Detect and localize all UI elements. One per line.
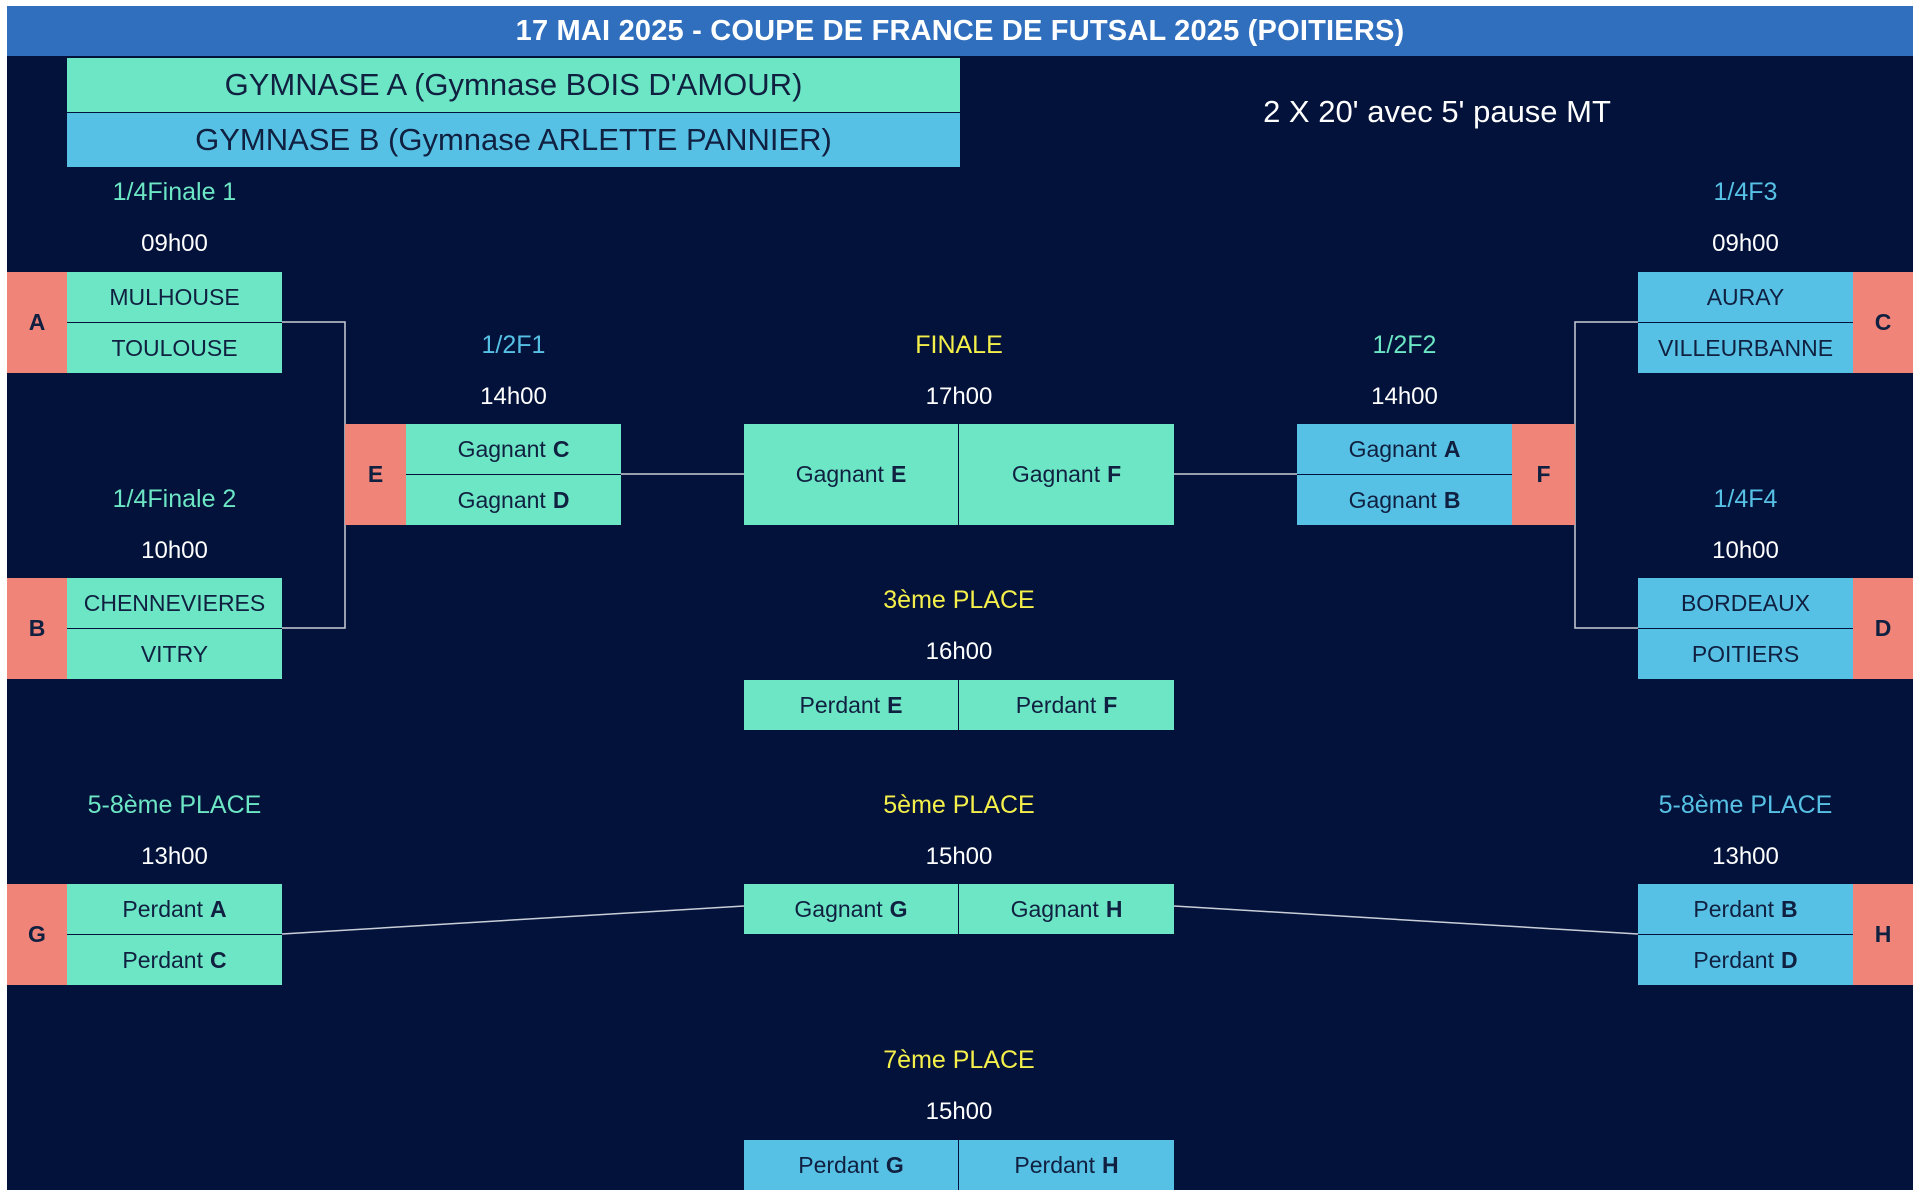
seventh-time: 15h00 — [925, 1098, 993, 1125]
sf2-team1-prefix: Gagnant — [1348, 435, 1437, 462]
third-label: 3ème PLACE — [883, 586, 1035, 614]
venue-b-legend: GYMNASE B (Gymnase ARLETTE PANNIER) — [67, 113, 960, 167]
third-team2-prefix: Perdant — [1015, 691, 1097, 718]
qf3-team1: AURAY — [1638, 272, 1853, 322]
qf4-team1: BORDEAUX — [1638, 578, 1853, 628]
qf4-team2: POITIERS — [1638, 629, 1853, 679]
sf1-team2-prefix: Gagnant — [457, 486, 546, 513]
p58a-label: 5-8ème PLACE — [87, 791, 262, 819]
p58a-letter: G — [7, 884, 67, 985]
fifth-team2-prefix: Gagnant — [1010, 895, 1099, 922]
p58b-time: 13h00 — [1712, 843, 1779, 870]
seventh-team1-ref: G — [885, 1151, 904, 1178]
final-team2-prefix: Gagnant — [1011, 461, 1101, 487]
third-team1-prefix: Perdant — [799, 691, 881, 718]
seventh-team2-ref: H — [1101, 1151, 1119, 1178]
p58a-team1-prefix: Perdant — [122, 895, 203, 922]
p58b-team2-ref: D — [1780, 946, 1798, 973]
connector-h-fifth — [1173, 905, 1639, 935]
qf2-label: 1/4Finale 2 — [112, 485, 237, 513]
qf1-team1: MULHOUSE — [67, 272, 282, 322]
fifth-time: 15h00 — [925, 843, 993, 870]
qf2-team2: VITRY — [67, 629, 282, 679]
p58a-time: 13h00 — [141, 843, 208, 870]
tournament-board: 17 MAI 2025 - COUPE DE FRANCE DE FUTSAL … — [7, 6, 1913, 1190]
connector-qf1-sf1 — [282, 321, 346, 629]
qf4-time: 10h00 — [1712, 537, 1779, 564]
fifth-team1-prefix: Gagnant — [794, 895, 883, 922]
fifth-team1-ref: G — [889, 895, 908, 922]
sf1-letter: E — [345, 424, 406, 525]
qf3-label: 1/4F3 — [1713, 178, 1778, 206]
qf2-time: 10h00 — [141, 537, 208, 564]
final-team1-ref: E — [890, 461, 907, 487]
qf2-letter: B — [7, 578, 67, 679]
sf2-team1-ref: A — [1443, 435, 1461, 462]
p58a-team2-ref: C — [209, 946, 227, 973]
p58b-team1-ref: B — [1780, 895, 1798, 922]
p58b-team1-prefix: Perdant — [1693, 895, 1774, 922]
fifth-team2-ref: H — [1105, 895, 1123, 922]
qf1-team2: TOULOUSE — [67, 323, 282, 373]
sf2-letter: F — [1512, 424, 1575, 525]
qf3-letter: C — [1853, 272, 1913, 373]
seventh-team2-prefix: Perdant — [1014, 1151, 1095, 1178]
sf2-time: 14h00 — [1371, 383, 1438, 410]
venue-a-legend: GYMNASE A (Gymnase BOIS D'AMOUR) — [67, 58, 960, 112]
sf2-team2-ref: B — [1443, 486, 1461, 513]
p58b-letter: H — [1853, 884, 1913, 985]
seventh-label: 7ème PLACE — [883, 1046, 1035, 1074]
page-title: 17 MAI 2025 - COUPE DE FRANCE DE FUTSAL … — [7, 6, 1913, 56]
connector-qf3-sf2 — [1574, 321, 1638, 629]
seventh-team1-prefix: Perdant — [798, 1151, 879, 1178]
final-time: 17h00 — [925, 383, 993, 410]
sf1-team1-prefix: Gagnant — [457, 435, 546, 462]
qf4-label: 1/4F4 — [1713, 485, 1778, 513]
qf1-letter: A — [7, 272, 67, 373]
sf1-team2-ref: D — [552, 486, 570, 513]
final-team2-ref: F — [1107, 461, 1122, 487]
p58b-label: 5-8ème PLACE — [1658, 791, 1833, 819]
final-team1-prefix: Gagnant — [795, 461, 884, 487]
fifth-label: 5ème PLACE — [883, 791, 1035, 819]
qf2-team1: CHENNEVIERES — [67, 578, 282, 628]
third-time: 16h00 — [925, 638, 993, 665]
sf1-team1-ref: C — [552, 435, 570, 462]
final-label: FINALE — [915, 331, 1003, 359]
sf2-label: 1/2F2 — [1372, 331, 1437, 359]
p58a-team2-prefix: Perdant — [122, 946, 203, 973]
match-format: 2 X 20' avec 5' pause MT — [1263, 94, 1611, 129]
third-team2-ref: F — [1103, 691, 1118, 718]
qf3-team2: VILLEURBANNE — [1638, 323, 1853, 373]
sf2-team2-prefix: Gagnant — [1348, 486, 1437, 513]
sf1-time: 14h00 — [480, 383, 547, 410]
p58b-team2-prefix: Perdant — [1693, 946, 1774, 973]
qf1-time: 09h00 — [141, 230, 208, 257]
qf1-label: 1/4Finale 1 — [112, 178, 237, 206]
third-team1-ref: E — [887, 691, 903, 718]
p58a-team1-ref: A — [209, 895, 227, 922]
qf4-letter: D — [1853, 578, 1913, 679]
qf3-time: 09h00 — [1712, 230, 1779, 257]
sf1-label: 1/2F1 — [481, 331, 546, 359]
connector-g-fifth — [281, 905, 745, 935]
